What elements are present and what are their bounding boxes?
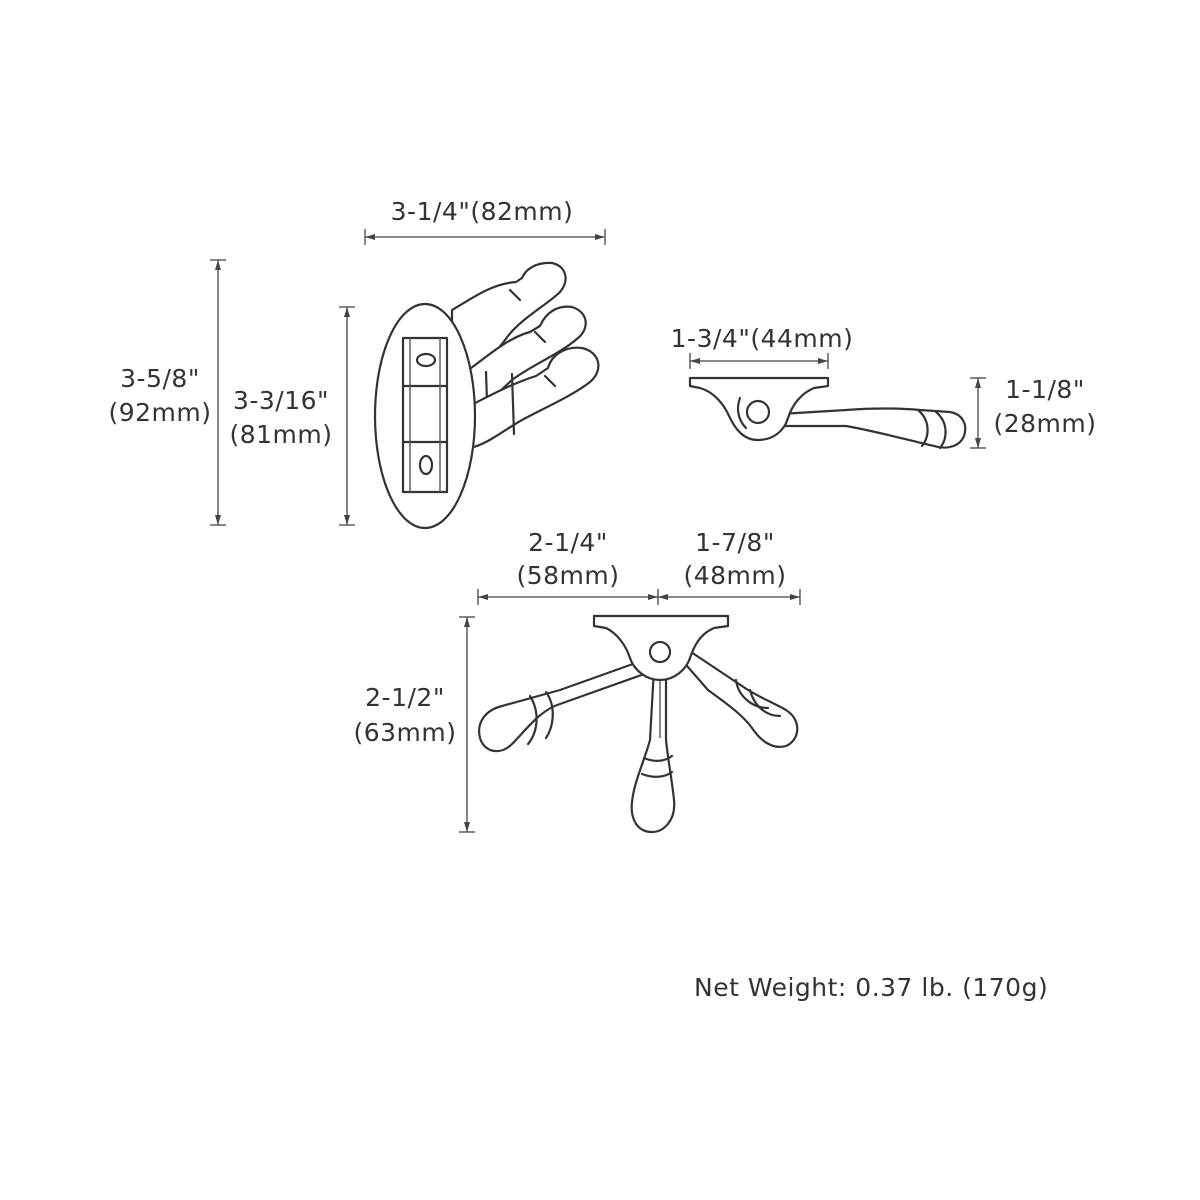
side-base-width-label: 1-3/4"(44mm) xyxy=(671,324,854,353)
top-left-reach-in: 2-1/4" xyxy=(528,528,608,557)
front-view: 3-1/4"(82mm) 3-5/8" (92mm) 3-3/16" (81mm… xyxy=(108,197,606,530)
side-base-width-dimension xyxy=(689,353,829,369)
top-projection-dimension xyxy=(459,616,475,833)
net-weight-label: Net Weight: 0.37 lb. (170g) xyxy=(694,973,1048,1002)
top-base-bracket xyxy=(592,614,730,682)
front-screw-hole-top-icon xyxy=(415,352,437,368)
front-width-dimension xyxy=(364,229,606,245)
side-view: 1-3/4"(44mm) 1-1/8" (28mm) xyxy=(671,324,1096,450)
front-plate-height-mm: (81mm) xyxy=(229,420,332,449)
front-screw-hole-bottom-icon xyxy=(418,454,434,476)
side-base-bracket xyxy=(688,376,830,442)
top-projection-mm: (63mm) xyxy=(353,718,456,747)
side-depth-in: 1-1/8" xyxy=(1005,375,1085,404)
top-right-reach-mm: (48mm) xyxy=(683,561,786,590)
top-projection-in: 2-1/2" xyxy=(365,683,445,712)
top-reach-dimension xyxy=(477,589,801,605)
side-depth-dimension xyxy=(970,377,986,449)
front-overall-height-dimension xyxy=(210,259,226,526)
top-hook-arm-right xyxy=(678,648,799,748)
front-mounting-block xyxy=(401,336,449,494)
side-hook-arm xyxy=(778,407,967,450)
front-overall-height-mm: (92mm) xyxy=(108,398,211,427)
top-left-reach-mm: (58mm) xyxy=(516,561,619,590)
side-depth-mm: (28mm) xyxy=(993,409,1096,438)
top-view: 2-1/4" (58mm) 1-7/8" (48mm) 2-1/2" (63mm… xyxy=(353,528,801,834)
front-plate-height-dimension xyxy=(339,306,355,526)
front-plate-height-in: 3-3/16" xyxy=(233,386,329,415)
top-hook-arm-left xyxy=(478,658,652,753)
top-hook-arm-center xyxy=(630,666,676,834)
front-hook-bottom xyxy=(450,346,600,450)
front-width-label: 3-1/4"(82mm) xyxy=(391,197,574,226)
front-overall-height-in: 3-5/8" xyxy=(120,364,200,393)
top-right-reach-in: 1-7/8" xyxy=(695,528,775,557)
